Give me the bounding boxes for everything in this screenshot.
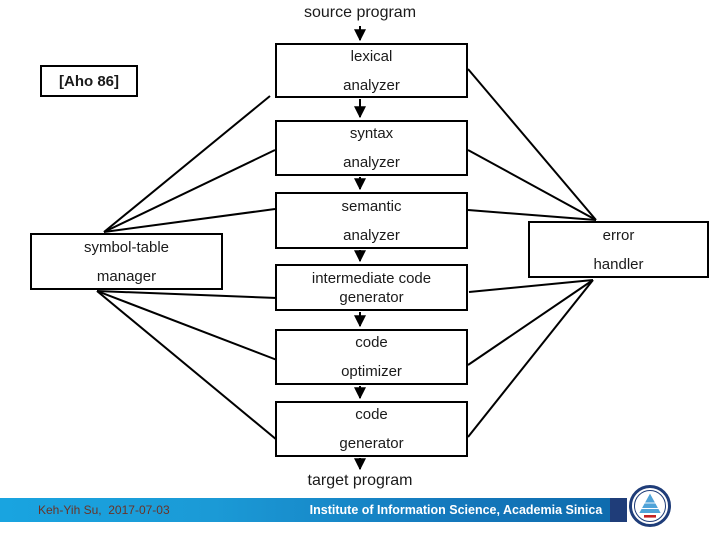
box-label: generator — [339, 288, 404, 306]
box-label: generator — [339, 435, 404, 452]
box-label: analyzer — [343, 76, 400, 94]
source-program-label: source program — [303, 4, 417, 21]
box-intermediate-code-generator: intermediate code generator — [275, 264, 468, 311]
academia-sinica-logo — [629, 485, 671, 527]
footer-bar-end-cap — [610, 498, 627, 522]
box-label: semantic — [341, 197, 402, 215]
box-label: optimizer — [341, 363, 402, 380]
target-program-label: target program — [307, 472, 413, 489]
citation-label: [Aho 86] — [59, 72, 119, 90]
box-label: lexical — [350, 47, 393, 65]
footer-bar — [0, 498, 610, 522]
box-code-generator: code generator — [275, 401, 468, 457]
box-label: symbol-table — [83, 238, 170, 256]
box-label: code — [355, 334, 388, 351]
box-label: intermediate code — [311, 269, 432, 287]
box-label: analyzer — [343, 226, 400, 244]
box-semantic-analyzer: semantic analyzer — [275, 192, 468, 249]
box-label: code — [355, 406, 388, 423]
box-label: error — [602, 226, 635, 244]
box-lexical-analyzer: lexical analyzer — [275, 43, 468, 98]
box-label: manager — [96, 267, 157, 285]
footer-institute: Institute of Information Science, Academ… — [309, 503, 603, 517]
box-symbol-table-manager: symbol-table manager — [30, 233, 223, 290]
box-code-optimizer: code optimizer — [275, 329, 468, 385]
box-label: handler — [593, 255, 644, 273]
box-error-handler: error handler — [528, 221, 709, 278]
box-label: syntax — [349, 125, 394, 142]
box-syntax-analyzer: syntax analyzer — [275, 120, 468, 176]
footer-author-date: Keh-Yih Su, 2017-07-03 — [38, 503, 170, 517]
box-label: analyzer — [343, 154, 400, 171]
citation-box: [Aho 86] — [40, 65, 138, 97]
